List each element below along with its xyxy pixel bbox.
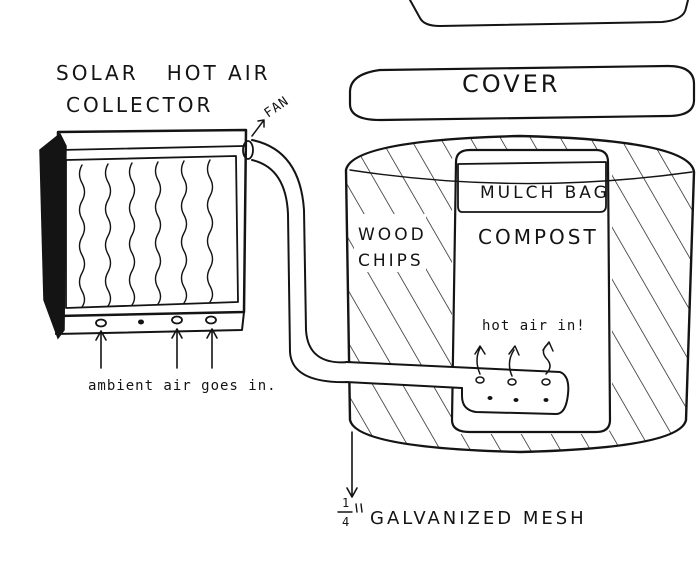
cover-label: COVER	[462, 70, 560, 98]
mulch-bag	[457, 161, 607, 213]
mesh-leader	[346, 431, 358, 498]
fan-label: FAN	[262, 94, 292, 121]
wood-label: WOOD	[358, 225, 427, 245]
mesh-fraction-denominator: 4	[342, 515, 350, 529]
compost-bag	[450, 148, 612, 434]
compost-label: COMPOST	[478, 225, 599, 249]
intake-hole	[95, 318, 107, 328]
compost-bin	[344, 134, 696, 454]
mesh-text: GALVANIZED MESH	[370, 508, 587, 529]
chips-label: CHIPS	[358, 251, 424, 271]
collector-title-line2: COLLECTOR	[66, 93, 213, 117]
mulch-bag-label: MULCH BAG	[480, 183, 610, 203]
mesh-fraction-numerator: 1	[342, 496, 350, 510]
ambient-air-arrows	[95, 328, 218, 369]
collector-title-line1: SOLAR HOT AIR	[56, 61, 271, 85]
mesh-label: 1 4 GALVANIZED MESH	[337, 496, 587, 529]
intake-hole	[205, 315, 217, 325]
ambient-air-label: ambient air goes in.	[88, 378, 277, 394]
air-hose	[251, 139, 351, 384]
cover-lid	[348, 64, 696, 122]
intake-hole	[171, 315, 183, 325]
fan-icon	[242, 119, 265, 160]
top-box-fragment	[409, 0, 689, 27]
hot-air-arrows	[474, 341, 554, 377]
intake-hole	[138, 319, 144, 325]
solar-collector	[39, 128, 248, 340]
hot-air-in-label: hot air in!	[482, 318, 586, 334]
